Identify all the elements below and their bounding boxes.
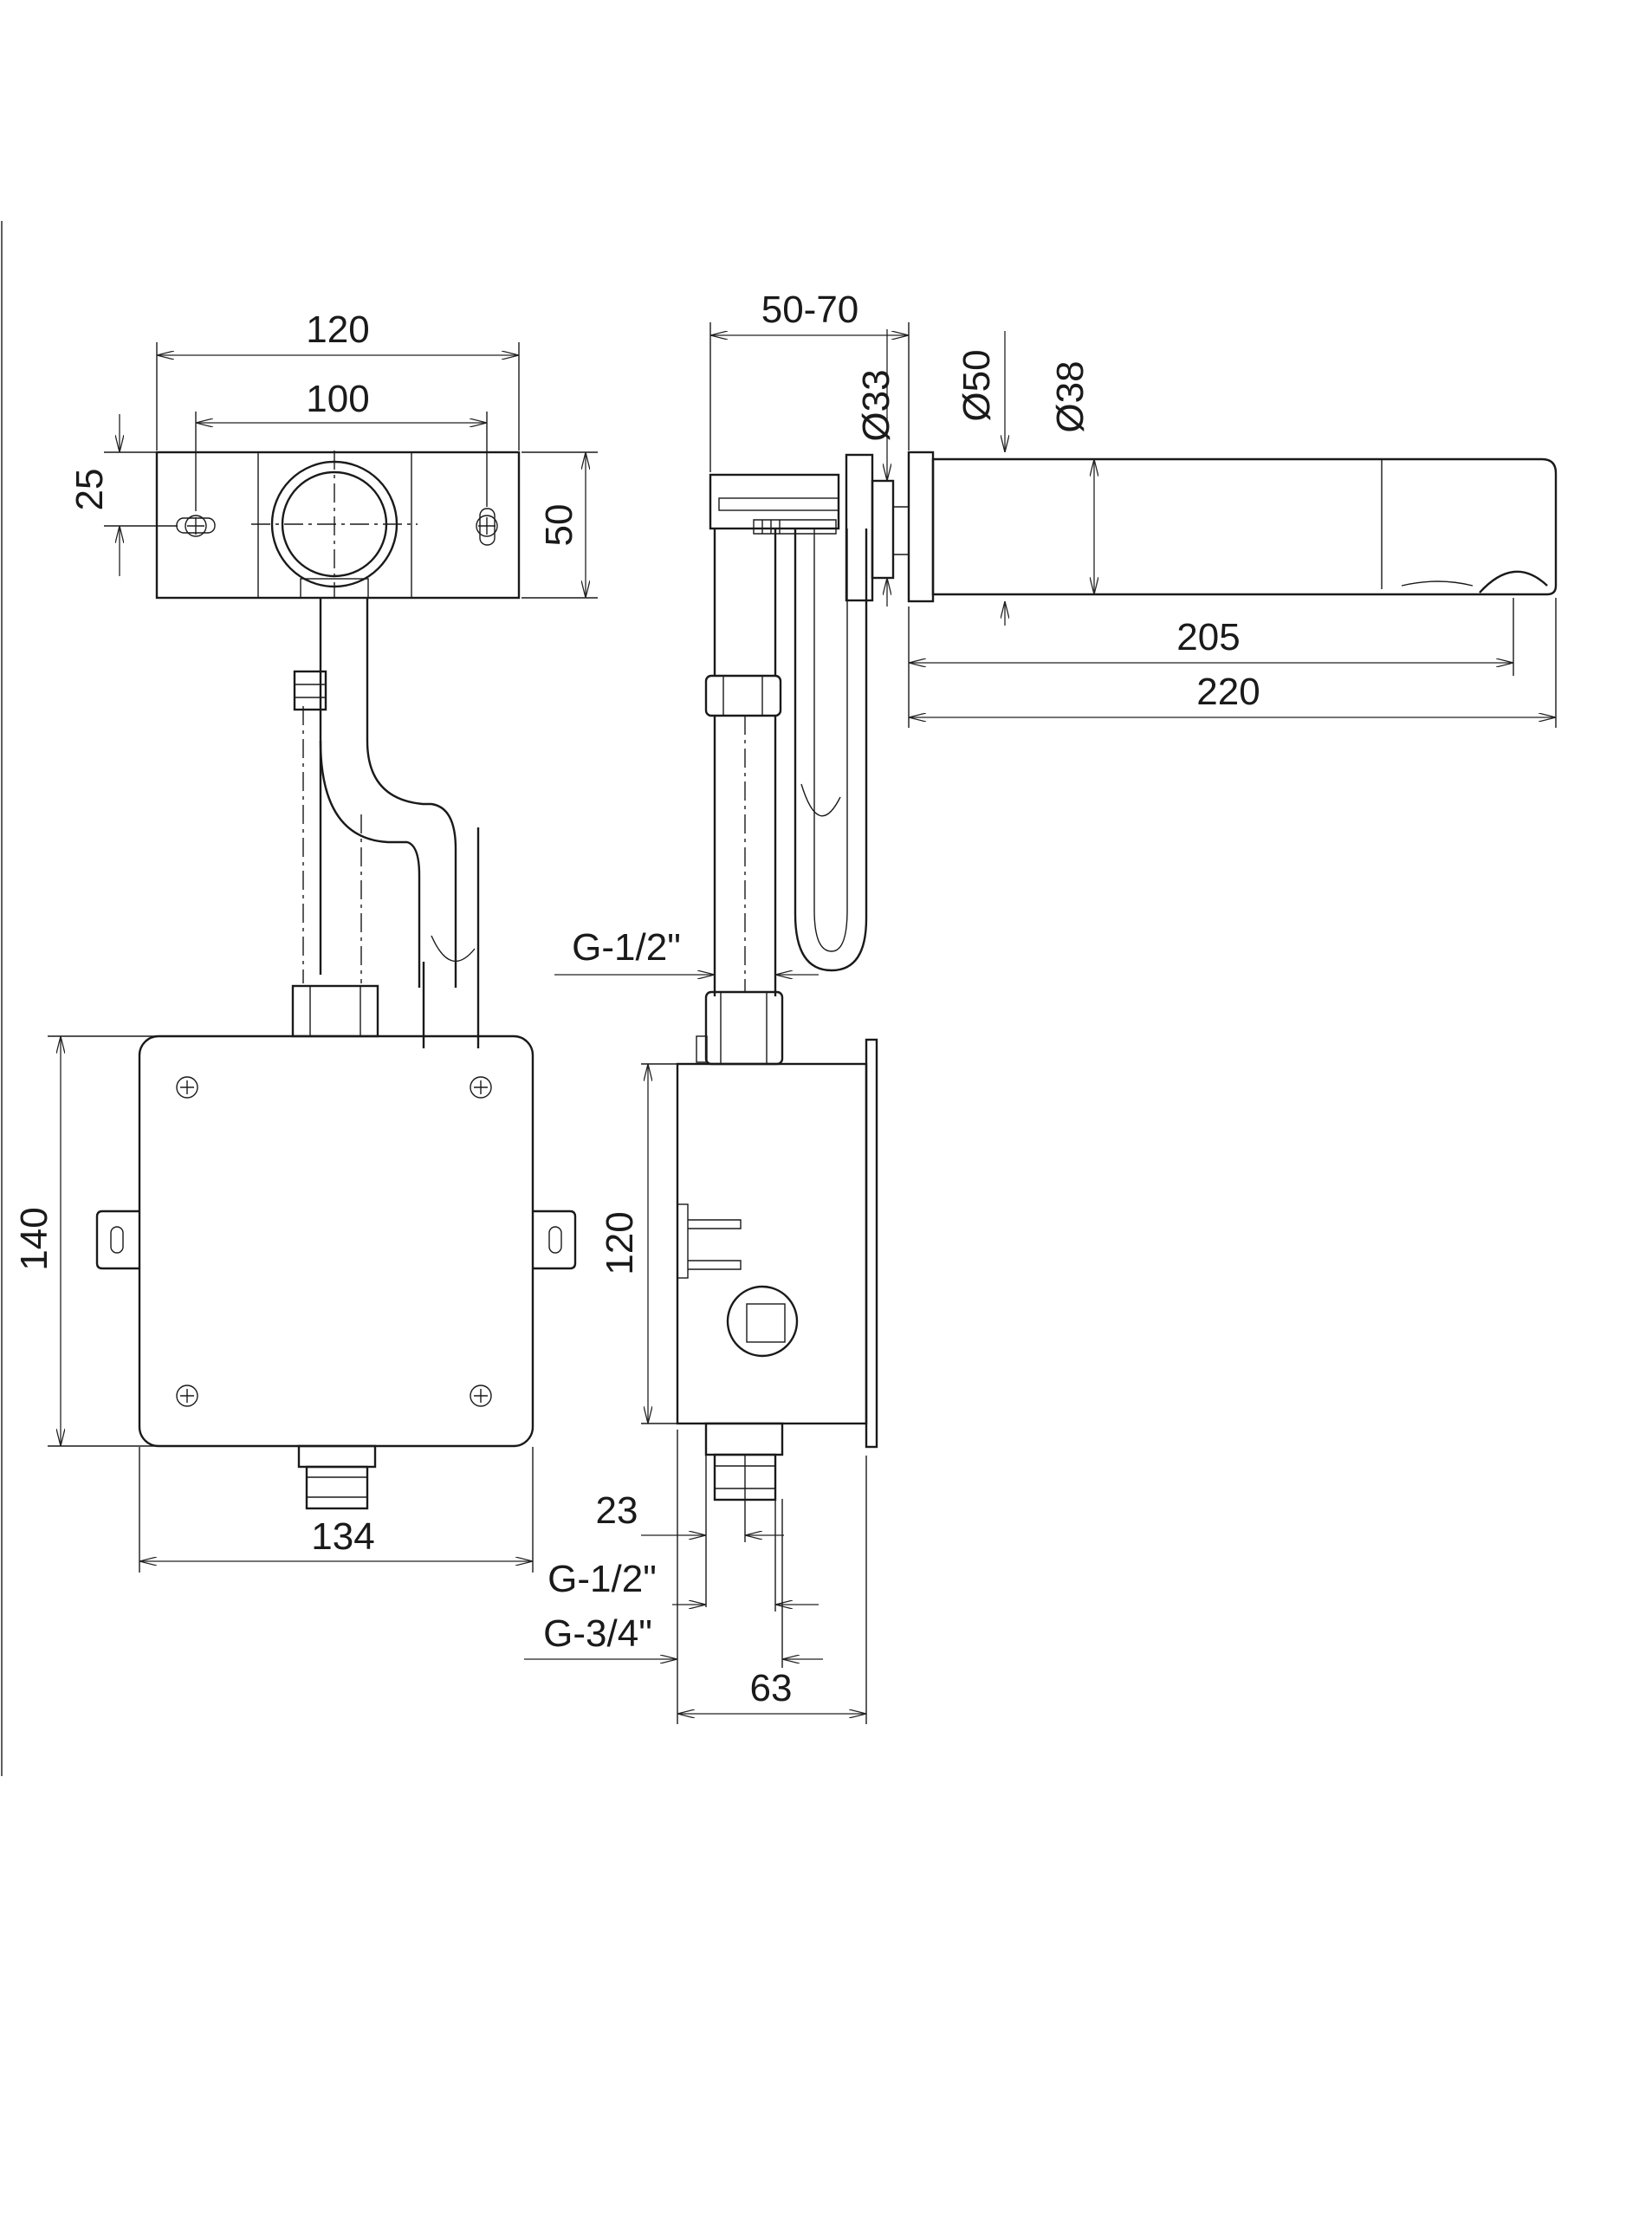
spout-aerator-line bbox=[1401, 580, 1474, 587]
screw-head-left bbox=[185, 515, 207, 537]
wall-flange bbox=[845, 453, 874, 602]
spout bbox=[931, 457, 1558, 596]
bottom-fitting bbox=[297, 1444, 377, 1469]
screw-icon bbox=[470, 1076, 492, 1099]
pipe-curve bbox=[431, 935, 476, 963]
pipe-bend bbox=[319, 740, 421, 988]
side-lower-nut bbox=[704, 990, 784, 1066]
thread-label-lower-1: G-1/2" bbox=[547, 1558, 657, 1600]
dim-label-220: 220 bbox=[1196, 671, 1260, 713]
upper-nut bbox=[293, 670, 327, 711]
spout-aerator bbox=[1479, 570, 1548, 593]
bracket-slot bbox=[110, 1226, 124, 1254]
thread-label-lower-2: G-3/4" bbox=[543, 1612, 652, 1655]
front-view: 120 100 25 50 140 134 bbox=[13, 308, 598, 1573]
rosette bbox=[907, 451, 935, 603]
side-bracket bbox=[677, 1203, 689, 1279]
screw-icon bbox=[176, 1385, 198, 1407]
dim-label-140: 140 bbox=[13, 1207, 55, 1270]
dim-label-23: 23 bbox=[596, 1489, 638, 1532]
dim-label-120: 120 bbox=[306, 308, 369, 351]
dim-label-side-120: 120 bbox=[599, 1211, 641, 1274]
sensor-cable bbox=[753, 519, 837, 535]
side-bottom-fitting bbox=[704, 1422, 784, 1456]
side-upper-nut bbox=[704, 674, 782, 717]
dim-label-205: 205 bbox=[1176, 616, 1240, 658]
bracket-channel bbox=[718, 497, 839, 511]
screw-cross bbox=[474, 1389, 488, 1403]
dim-label-50: 50 bbox=[538, 504, 580, 547]
mount-slot-right bbox=[479, 508, 496, 546]
flange-collar bbox=[871, 479, 895, 580]
box-screws bbox=[176, 1076, 492, 1407]
side-tab bbox=[696, 1035, 708, 1063]
junction-box bbox=[138, 1034, 534, 1448]
bracket-left bbox=[95, 1210, 139, 1270]
pipe-bend bbox=[366, 740, 457, 988]
screw-cross bbox=[180, 1080, 194, 1094]
loop-pipe-curve bbox=[800, 783, 841, 817]
bracket-pin bbox=[688, 1260, 742, 1270]
side-box bbox=[676, 1062, 868, 1425]
dim-label-d33: Ø33 bbox=[855, 369, 897, 441]
dim-label-d50: Ø50 bbox=[956, 349, 998, 421]
screw-cross bbox=[474, 1080, 488, 1094]
dim-label-d38: Ø38 bbox=[1049, 360, 1092, 432]
side-box-flange bbox=[865, 1038, 878, 1449]
side-view: 50-70 Ø33 Ø50 Ø38 205 220 G-1/2" 120 bbox=[524, 289, 1558, 1724]
cable-plug bbox=[726, 1285, 799, 1358]
loop-pipe-inner bbox=[813, 529, 848, 952]
screw-icon bbox=[176, 1076, 198, 1099]
loop-pipe bbox=[794, 529, 868, 972]
screw-head-right bbox=[476, 515, 498, 537]
screw-icon bbox=[470, 1385, 492, 1407]
dim-label-63: 63 bbox=[750, 1667, 793, 1709]
bracket-slot bbox=[548, 1226, 562, 1254]
bracket-right bbox=[533, 1210, 577, 1270]
lower-nut bbox=[291, 984, 379, 1038]
dim-label-25: 25 bbox=[68, 469, 111, 511]
thread-label-upper: G-1/2" bbox=[572, 926, 681, 969]
screw-cross bbox=[180, 1389, 194, 1403]
dim-label-100: 100 bbox=[306, 378, 369, 420]
dim-label-50-70: 50-70 bbox=[761, 289, 859, 331]
cable-plug-inner bbox=[746, 1303, 786, 1343]
bracket-pin bbox=[688, 1219, 742, 1229]
bottom-nut bbox=[305, 1465, 369, 1510]
dim-label-134: 134 bbox=[311, 1515, 374, 1558]
